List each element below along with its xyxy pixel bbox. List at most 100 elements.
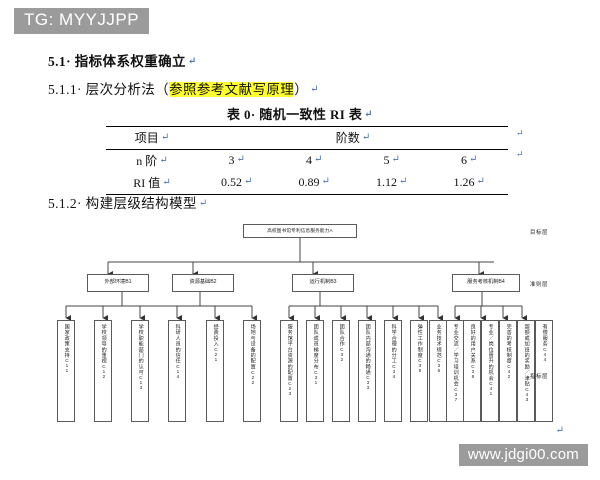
pilcrow-icon: ↵ [516,149,524,159]
index-node-code: C41 [488,381,494,396]
index-node-label: 科学合理的分工 [390,324,397,364]
table-header-order: 阶数↵ [198,126,508,150]
table-header-item-label: 项目 [134,131,159,145]
table-cell-text: 0.89 [298,175,320,189]
index-node-code: C35 [417,358,423,374]
criteria-node-b3[interactable]: 运行机制B3 [292,274,354,292]
index-node-code: C22 [250,369,256,385]
index-node-code: C14 [175,363,181,379]
pilcrow-icon: ↵ [399,176,408,187]
table-cell: 5↵ [353,150,431,173]
hierarchy-diagram: 高校图书馆专利信息服务能力A 外部环境B1 资源基础B2 运行机制B3 服务考核… [0,212,600,440]
heading-5-1: 5.1· 指标体系权重确立↵ [48,50,197,70]
index-node-label: 科研人员的信任 [174,324,181,364]
watermark: www.jdgi00.com [458,444,588,466]
table-cell-text: 1.12 [376,175,398,189]
ri-table: 项目↵ 阶数↵ n 阶↵ 3↵ 4↵ 5↵ 6↵ RI 值↵ 0.52↵ 0.8… [106,126,508,195]
table-header-item: 项目↵ [106,126,198,150]
table-cell-text: 6 [461,153,468,167]
index-node-label: 完善的考核制度 [505,324,512,364]
index-node-code: C23 [287,381,293,396]
goal-node[interactable]: 高校图书馆专利信息服务能力A [243,224,357,238]
table-title-text: 表 0· 随机一致性 RI 表 [226,107,363,122]
pilcrow-icon: ↵ [516,128,524,138]
index-node-label: 良好的用户关系 [469,324,476,364]
table-cell-text: 0.52 [221,175,243,189]
table-cell: 3↵ [198,150,276,173]
table-cell: 1.26↵ [430,172,508,195]
table-header-row: 项目↵ 阶数↵ [106,126,508,150]
pilcrow-icon: ↵ [469,154,478,165]
table-header-order-label: 阶数 [335,131,360,145]
heading-5-1-1-prefix: 5.1.1· 层次分析法（ [48,82,170,97]
table-cell: 1.12↵ [353,172,431,195]
pilcrow-icon: ↵ [321,176,330,187]
row-label-text: RI 值 [133,176,161,190]
index-node-label: 国家政策支持 [63,324,70,359]
pilcrow-icon: ↵ [364,109,374,120]
index-node-label: 有偿服务 [541,324,548,347]
layer-label-goal: 目标层 [530,230,548,236]
criteria-node-b1[interactable]: 外部环境B1 [87,274,149,292]
table-cell-text: 4 [306,153,313,167]
criteria-node-label: 服务考核机制B4 [467,279,505,286]
criteria-node-b4[interactable]: 服务考核机制B4 [452,274,520,292]
criteria-node-label: 运行机制B3 [309,279,337,286]
index-node-label: 弹性工作制度 [416,324,423,359]
table-row: n 阶↵ 3↵ 4↵ 5↵ 6↵ [106,150,508,173]
pilcrow-icon: ↵ [476,176,485,187]
index-node-label: 专业交流／学习培训机会 [452,324,459,387]
table-cell: 0.52↵ [198,172,276,195]
index-node-label: 学校职能部门的认可 [137,324,144,376]
layer-label-index: 指标层 [530,374,548,380]
index-node-code: C34 [391,363,397,379]
table-row: RI 值↵ 0.52↵ 0.89↵ 1.12↵ 1.26↵ [106,172,508,195]
index-node-label: 服务馆平台资源的配置 [286,324,293,381]
index-node-code: C33 [365,375,371,391]
index-node-code: C44 [542,346,548,362]
pilcrow-icon: ↵ [162,177,171,188]
index-node-code: C32 [339,346,345,362]
table-title: 表 0· 随机一致性 RI 表↵ [0,104,600,123]
index-node-code: C31 [313,369,319,385]
index-node-code: C42 [506,363,512,379]
pilcrow-icon: ↵ [391,154,400,165]
row-label: n 阶↵ [106,150,198,173]
index-node-label: 团队成员梯度分布 [312,324,319,370]
heading-5-1-1-highlight: 参照参考文献写原理 [169,82,295,97]
layer-label-criteria: 准则层 [530,282,548,288]
index-node-code: C43 [524,386,530,402]
tg-banner: TG: MYYJJPP [14,8,150,34]
table-cell: 0.89↵ [275,172,353,195]
index-node-label: 团队内部沟通的畅通 [364,324,371,376]
table-cell-text: 3 [228,153,235,167]
pilcrow-icon: ↵ [198,198,208,209]
pilcrow-icon: ↵ [314,154,323,165]
table-cell-text: 5 [383,153,390,167]
heading-5-1-2: 5.1.2· 构建层级结构模型↵ [48,192,208,212]
index-node-code: C12 [101,363,107,379]
criteria-node-b2[interactable]: 资源基础B2 [172,274,234,292]
index-node-label: 经费投入 [212,324,219,347]
pilcrow-icon: ↵ [555,425,564,436]
heading-5-1-1: 5.1.1· 层次分析法（参照参考文献写原理）↵ [48,78,319,98]
